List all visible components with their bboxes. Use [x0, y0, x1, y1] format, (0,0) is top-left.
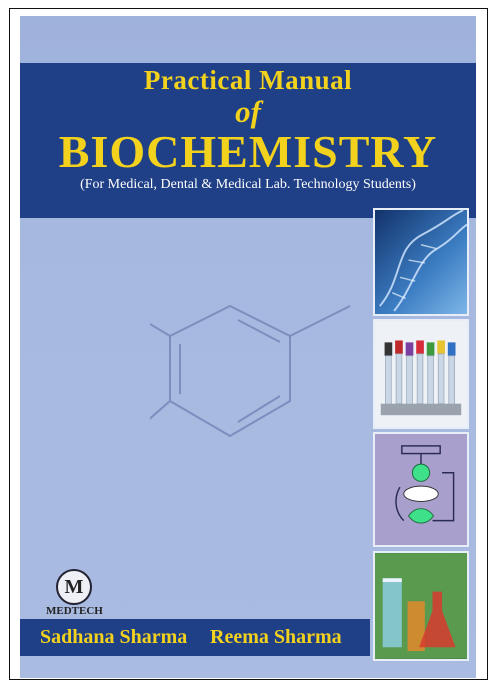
metabolic-pathway-diagram-image — [373, 432, 469, 547]
author-band — [20, 619, 370, 656]
author-2: Reema Sharma — [210, 626, 342, 648]
author-1: Sadhana Sharma — [40, 626, 188, 648]
title-line-2: of — [235, 94, 261, 129]
blood-sample-tubes-image — [373, 319, 469, 429]
publisher-name: MEDTECH — [46, 605, 103, 617]
book-cover: Practical Manual of BIOCHEMISTRY (For Me… — [20, 16, 476, 678]
benzene-structure-illustration — [150, 304, 351, 438]
title-band — [20, 63, 476, 218]
publisher-logo: M — [56, 569, 92, 605]
book-title: BIOCHEMISTRY — [58, 126, 438, 177]
book-subtitle: (For Medical, Dental & Medical Lab. Tech… — [80, 177, 416, 192]
dna-helix-image — [373, 208, 469, 316]
title-line-1: Practical Manual — [143, 65, 353, 95]
laboratory-flasks-image — [373, 551, 469, 661]
